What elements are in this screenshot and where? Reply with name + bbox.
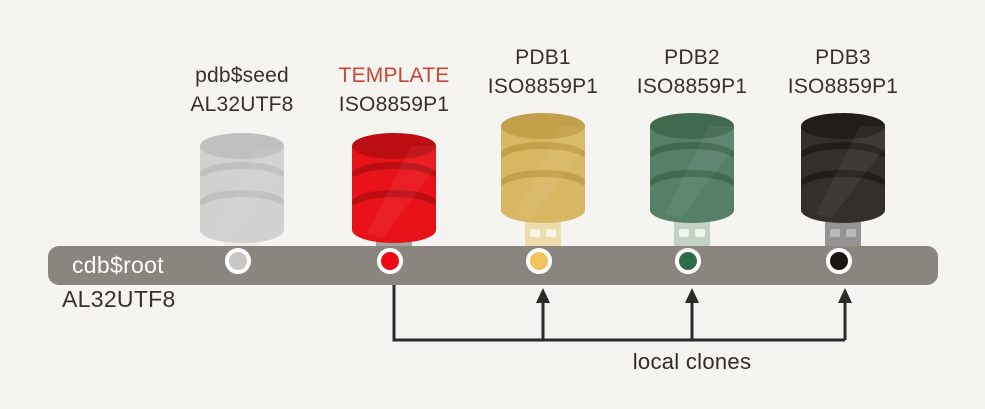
node-label-pdbseed: pdb$seed AL32UTF8	[147, 61, 337, 119]
charset-label: ISO8859P1	[787, 75, 899, 98]
plug-socket-dot-pdb3	[826, 248, 852, 274]
charset-label: ISO8859P1	[338, 93, 450, 116]
cdb-root-label: cdb$root	[72, 252, 164, 278]
cdb-root-bar: cdb$root	[48, 246, 938, 285]
arrowhead-icon	[536, 288, 550, 303]
pdb-name-label: PDB1	[515, 46, 571, 69]
pdb-name-label: PDB3	[815, 46, 871, 69]
node-label-pdb1: PDB1 ISO8859P1	[448, 43, 638, 101]
node-label-pdb2: PDB2 ISO8859P1	[597, 43, 787, 101]
node-label-template: TEMPLATE ISO8859P1	[299, 61, 489, 119]
charset-label: ISO8859P1	[636, 75, 748, 98]
cdb-root-charset-label: AL32UTF8	[62, 286, 176, 312]
plug-socket-dot-template	[377, 248, 403, 274]
clone-source-line	[392, 282, 845, 342]
plug-socket-dot-pdbseed	[225, 248, 251, 274]
arrowhead-icon	[685, 288, 699, 303]
plug-socket-dot-pdb2	[675, 248, 701, 274]
node-label-pdb3: PDB3 ISO8859P1	[748, 43, 938, 101]
plug-socket-dot-pdb1	[526, 248, 552, 274]
pdb-name-label: TEMPLATE	[338, 64, 450, 87]
local-clones-label: local clones	[632, 349, 752, 374]
charset-label: AL32UTF8	[190, 93, 294, 116]
charset-label: ISO8859P1	[487, 75, 599, 98]
pdb-name-label: pdb$seed	[195, 64, 289, 87]
arrowhead-icon	[838, 288, 852, 303]
pdb-name-label: PDB2	[664, 46, 720, 69]
